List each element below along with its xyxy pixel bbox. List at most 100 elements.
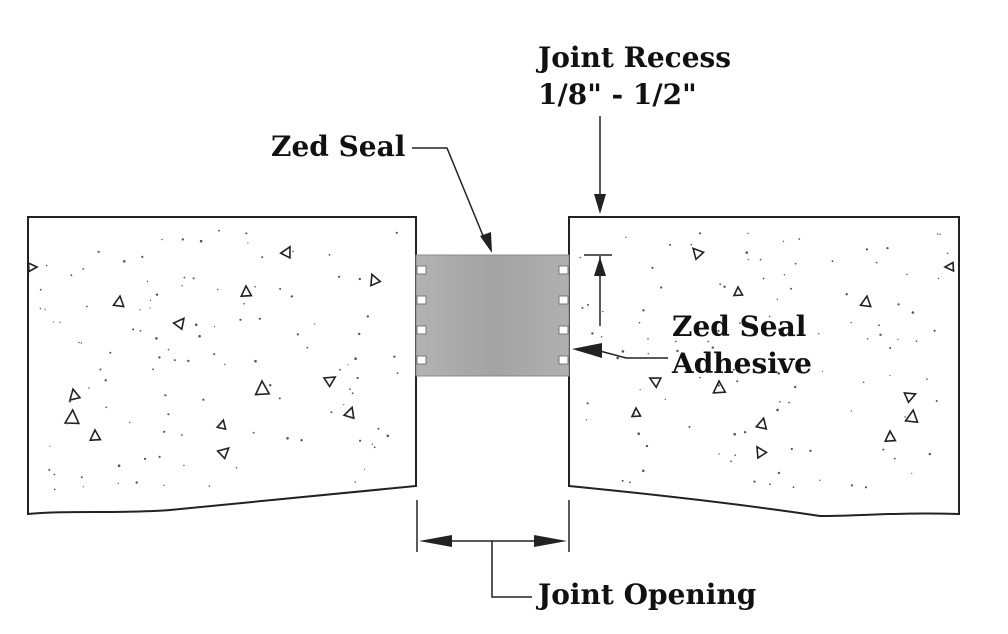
aggregate-speck bbox=[347, 364, 349, 366]
aggregate-speck bbox=[878, 324, 880, 327]
aggregate-speck bbox=[363, 468, 366, 470]
aggregate-speck bbox=[674, 340, 677, 343]
aggregate-speck bbox=[768, 315, 771, 318]
aggregate-speck bbox=[373, 446, 376, 449]
aggregate-speck bbox=[269, 384, 272, 387]
aggregate-speck bbox=[48, 468, 51, 471]
aggregate-stone bbox=[369, 272, 382, 287]
aggregate-speck bbox=[745, 251, 748, 254]
aggregate-speck bbox=[897, 303, 900, 306]
aggregate-speck bbox=[224, 363, 226, 366]
aggregate-speck bbox=[117, 482, 120, 484]
aggregate-speck bbox=[343, 404, 345, 406]
aggregate-speck bbox=[809, 449, 812, 452]
aggregate-speck bbox=[638, 321, 641, 324]
aggregate-speck bbox=[790, 287, 792, 290]
aggregate-speck bbox=[633, 413, 635, 415]
aggregate-speck bbox=[141, 255, 144, 258]
aggregate-speck bbox=[581, 306, 584, 309]
joint-opening-dimension bbox=[416, 500, 570, 598]
aggregate-speck bbox=[247, 242, 249, 244]
aggregate-speck bbox=[946, 252, 949, 255]
left-concrete-slab bbox=[27, 216, 417, 516]
aggregate-speck bbox=[139, 309, 141, 311]
joint-recess-label: Joint Recess bbox=[535, 41, 731, 74]
aggregate-speck bbox=[911, 311, 915, 314]
aggregate-speck bbox=[258, 317, 261, 320]
aggregate-speck bbox=[642, 469, 645, 473]
aggregate-speck bbox=[911, 472, 913, 474]
aggregate-stone bbox=[216, 446, 230, 460]
aggregate-stone bbox=[903, 391, 918, 404]
aggregate-speck bbox=[792, 486, 795, 488]
aggregate-speck bbox=[143, 457, 147, 460]
aggregate-speck bbox=[393, 355, 396, 358]
aggregate-speck bbox=[139, 330, 142, 332]
aggregate-speck bbox=[866, 338, 869, 340]
aggregate-speck bbox=[915, 340, 918, 343]
aggregate-speck bbox=[173, 359, 176, 362]
aggregate-speck bbox=[798, 238, 801, 240]
aggregate-speck bbox=[625, 236, 627, 238]
aggregate-speck bbox=[396, 372, 399, 374]
aggregate-speck bbox=[621, 479, 624, 482]
aggregate-speck bbox=[163, 430, 166, 433]
aggregate-speck bbox=[80, 476, 83, 479]
aggregate-speck bbox=[591, 332, 594, 335]
aggregate-speck bbox=[711, 346, 714, 349]
aggregate-speck bbox=[777, 372, 780, 375]
aggregate-speck bbox=[386, 434, 390, 438]
aggregate-speck bbox=[135, 481, 138, 484]
aggregate-speck bbox=[243, 302, 245, 305]
aggregate-speck bbox=[779, 400, 781, 403]
aggregate-speck bbox=[831, 260, 834, 263]
aggregate-speck bbox=[66, 422, 69, 425]
aggregate-speck bbox=[719, 283, 722, 286]
aggregate-speck bbox=[602, 310, 604, 313]
joint-recess-range-label: 1/8" - 1/2" bbox=[538, 78, 697, 111]
aggregate-speck bbox=[936, 233, 939, 235]
aggregate-speck bbox=[358, 277, 361, 281]
aggregate-speck bbox=[637, 432, 640, 436]
aggregate-speck bbox=[629, 481, 631, 484]
aggregate-speck bbox=[366, 315, 369, 318]
aggregate-stone bbox=[342, 405, 355, 420]
aggregate-speck bbox=[790, 447, 793, 451]
aggregate-speck bbox=[739, 322, 741, 324]
aggregate-speck bbox=[158, 356, 161, 359]
aggregate-speck bbox=[70, 274, 73, 277]
aggregate-speck bbox=[875, 261, 878, 264]
aggregate-speck bbox=[889, 433, 891, 435]
aggregate-speck bbox=[183, 276, 186, 279]
aggregate-speck bbox=[213, 353, 216, 356]
aggregate-speck bbox=[647, 352, 649, 355]
aggregate-speck bbox=[864, 486, 868, 489]
aggregate-speck bbox=[794, 385, 797, 389]
aggregate-speck bbox=[181, 285, 183, 287]
aggregate-speck bbox=[279, 287, 282, 290]
aggregate-speck bbox=[889, 374, 891, 377]
aggregate-speck bbox=[395, 231, 398, 234]
aggregate-speck bbox=[850, 321, 852, 324]
aggregate-speck bbox=[769, 483, 771, 486]
aggregate-speck bbox=[59, 321, 61, 323]
aggregate-speck bbox=[717, 384, 720, 387]
aggregate-speck bbox=[754, 333, 757, 336]
aggregate-speck bbox=[778, 328, 781, 332]
aggregate-stone bbox=[27, 261, 39, 273]
aggregate-speck bbox=[235, 467, 238, 469]
aggregate-stone bbox=[215, 418, 227, 431]
aggregate-speck bbox=[82, 268, 85, 270]
aggregate-speck bbox=[904, 416, 906, 418]
aggregate-speck bbox=[818, 333, 820, 335]
aggregate-speck bbox=[82, 486, 84, 488]
aggregate-speck bbox=[850, 410, 853, 412]
aggregate-speck bbox=[199, 239, 203, 243]
aggregate-speck bbox=[53, 473, 56, 476]
aggregate-speck bbox=[879, 333, 882, 336]
aggregate-speck bbox=[300, 439, 303, 442]
aggregate-speck bbox=[314, 323, 316, 325]
aggregate-speck bbox=[216, 288, 219, 291]
aggregate-speck bbox=[45, 264, 48, 267]
aggregate-speck bbox=[359, 439, 362, 442]
